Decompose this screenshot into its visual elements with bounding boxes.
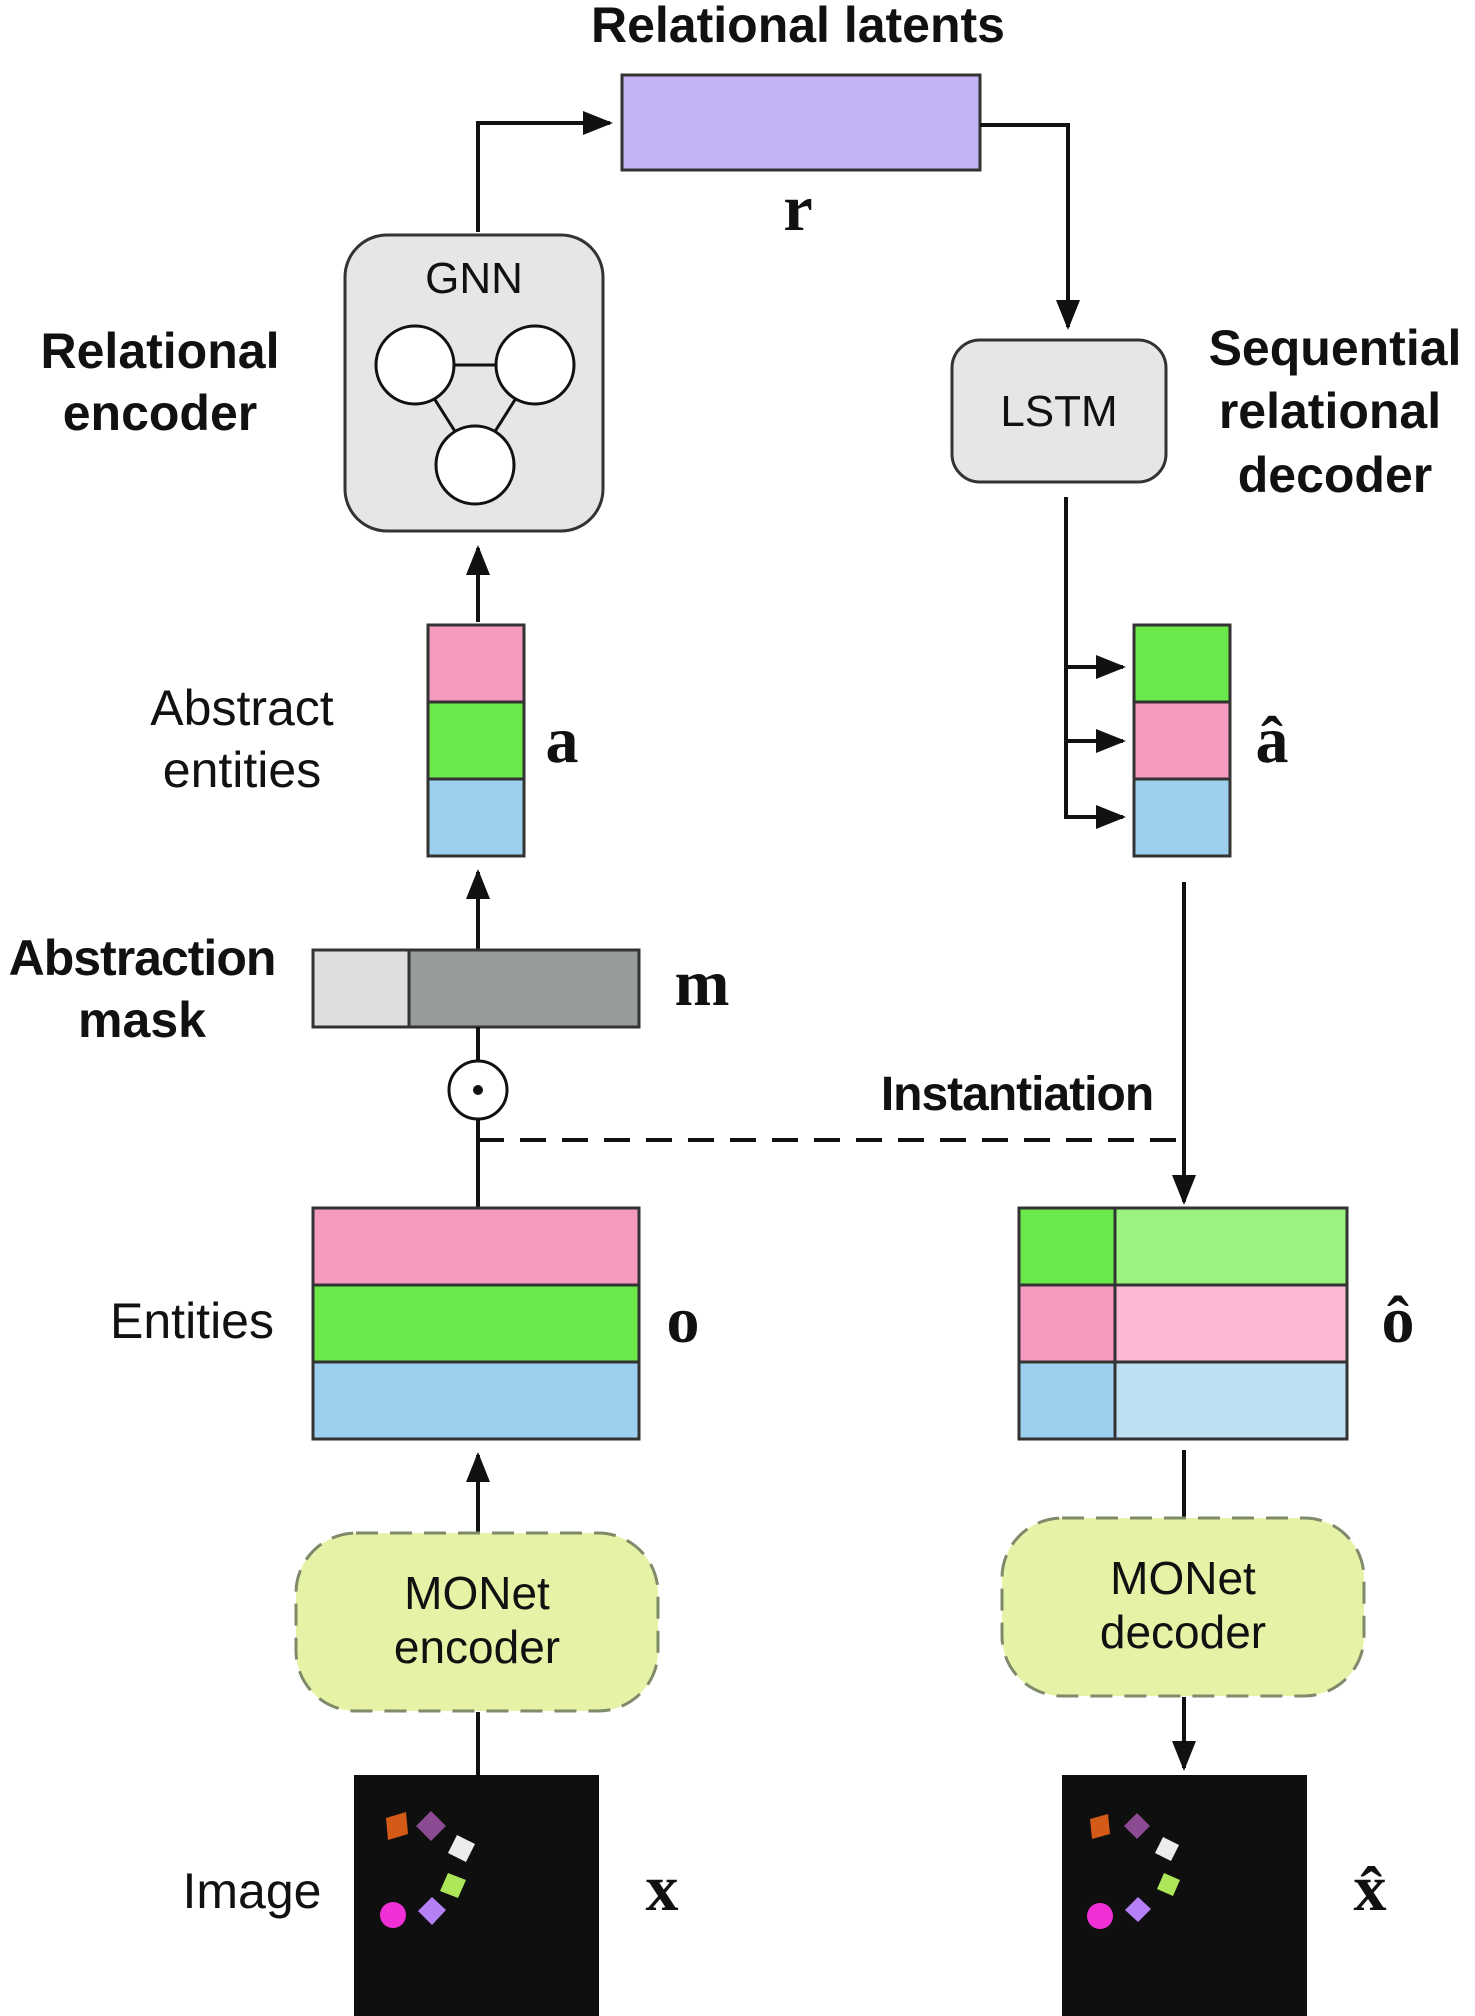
abstract-entities-label-line2: entities	[163, 742, 321, 798]
relational-latents-title: Relational latents	[591, 0, 1005, 53]
graph-node-left	[374, 324, 456, 406]
lstm-label: LSTM	[1000, 387, 1117, 436]
instantiation-label: Instantiation	[881, 1068, 1153, 1121]
shape-lime-diamond	[440, 1873, 466, 1898]
o-hat-symbol: ô	[1382, 1284, 1415, 1357]
relational-latents-box	[620, 73, 982, 172]
monet-decoder-box	[1000, 1516, 1366, 1698]
shape-purple-diamond	[416, 1811, 446, 1841]
ahat-cell-blue	[1132, 777, 1232, 858]
ohat-row-blue-light	[1113, 1360, 1349, 1441]
shape-white-diamond	[448, 1835, 475, 1862]
recon-shape-magenta-circle	[1087, 1903, 1113, 1929]
arrow-gnn-to-latents	[476, 111, 613, 232]
a-hat-symbol: â	[1256, 704, 1289, 777]
graph-icon	[374, 324, 576, 506]
abstraction-mask-label-line1: Abstraction	[9, 930, 276, 986]
sequential-decoder-label-line3: decoder	[1238, 447, 1433, 503]
monet-encoder-label-line2: encoder	[394, 1621, 560, 1673]
ohat-row-green-light	[1113, 1206, 1349, 1287]
gnn-box: GNN	[343, 233, 605, 533]
mask-cell-dark	[407, 948, 641, 1029]
ohat-cell-blue	[1017, 1360, 1117, 1441]
recon-shape-purple-diamond	[1124, 1813, 1150, 1839]
graph-node-bottom	[434, 424, 516, 506]
recon-shape-orange-diamond	[1090, 1814, 1110, 1839]
sequential-decoder-label-line1: Sequential	[1209, 320, 1462, 376]
abstract-entities-stack	[426, 623, 526, 858]
monet-encoder-box	[294, 1531, 660, 1713]
ohat-cell-pink	[1017, 1283, 1117, 1364]
a-symbol: a	[546, 704, 579, 777]
x-hat-symbol: x̂	[1354, 1852, 1387, 1925]
a-cell-green	[426, 700, 526, 781]
a-cell-blue	[426, 777, 526, 858]
abstract-entities-label-line1: Abstract	[150, 680, 334, 736]
recon-shape-violet-diamond	[1125, 1897, 1151, 1922]
ohat-cell-green	[1017, 1206, 1117, 1287]
odot-operator	[447, 1059, 509, 1121]
graph-node-right	[494, 324, 576, 406]
shape-violet-diamond	[418, 1897, 446, 1925]
sequential-decoder-label-line2: relational	[1219, 383, 1441, 439]
recon-shape-white-diamond	[1155, 1837, 1179, 1861]
ahat-cell-pink	[1132, 700, 1232, 781]
input-image	[354, 1775, 599, 2016]
o-row-blue	[311, 1360, 641, 1441]
abstraction-mask-label-line2: mask	[78, 992, 206, 1048]
gnn-label: GNN	[425, 254, 523, 303]
o-row-pink	[311, 1206, 641, 1287]
ohat-row-pink-light	[1113, 1283, 1349, 1364]
monet-encoder-label-line1: MONet	[404, 1567, 550, 1619]
m-symbol: m	[675, 947, 730, 1020]
monet-decoder-label-line1: MONet	[1110, 1552, 1256, 1604]
monet-decoder-label-line2: decoder	[1100, 1606, 1266, 1658]
shape-orange-diamond	[386, 1812, 408, 1840]
entities-label: Entities	[110, 1293, 274, 1349]
entities-stack	[311, 1206, 641, 1441]
o-symbol: o	[667, 1284, 700, 1357]
reconstructed-image	[1062, 1775, 1307, 2016]
image-label: Image	[183, 1863, 322, 1919]
x-symbol: x	[646, 1852, 679, 1925]
entities-hat-stack	[1017, 1206, 1349, 1441]
abstract-entities-hat-stack	[1132, 623, 1232, 858]
a-cell-pink	[426, 623, 526, 704]
relational-encoder-label-line1: Relational	[41, 323, 280, 379]
relational-encoder-label-line2: encoder	[63, 385, 258, 441]
lstm-box	[950, 338, 1168, 484]
o-row-green	[311, 1283, 641, 1364]
mask-cell-light	[311, 948, 411, 1029]
r-symbol: r	[783, 172, 812, 245]
abstraction-mask-bar	[311, 948, 641, 1029]
ahat-cell-green	[1132, 623, 1232, 704]
recon-shape-lime-diamond	[1157, 1873, 1180, 1896]
arrow-latents-to-lstm	[980, 123, 1080, 330]
shape-magenta-circle	[380, 1902, 406, 1928]
